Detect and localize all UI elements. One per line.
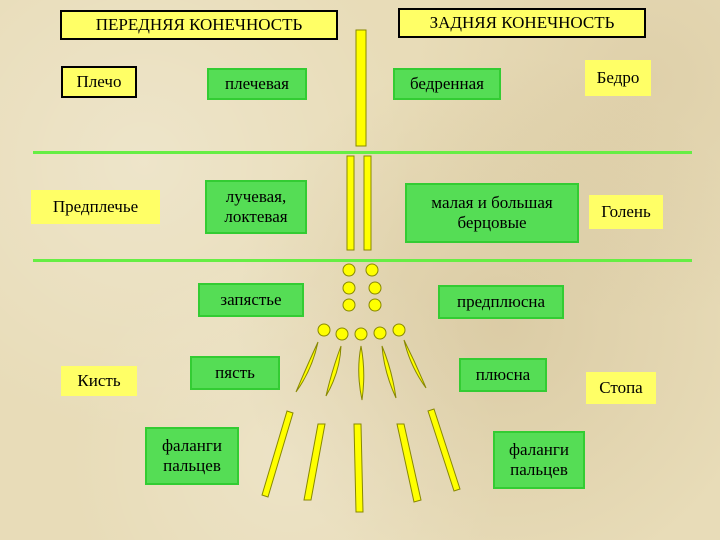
phalanx-bone-2 [303, 423, 326, 501]
front-phalanges-label: фаланги пальцев [145, 427, 239, 485]
small-bone-7 [317, 323, 331, 337]
shin-label: Голень [589, 195, 663, 229]
shoulder-label: Плечо [61, 66, 137, 98]
middle-bone-right [363, 155, 372, 251]
meta-bone-4 [381, 345, 397, 399]
small-bone-5 [342, 298, 356, 312]
small-bone-2 [365, 263, 379, 277]
hind-limb-header: ЗАДНЯЯ КОНЕЧНОСТЬ [398, 8, 646, 38]
phalanx-bone-3 [353, 423, 364, 513]
meta-bone-2 [325, 345, 342, 397]
divider-lower [33, 259, 692, 262]
small-bone-10 [373, 326, 387, 340]
upper-limb-bone [355, 29, 367, 147]
meta-bone-3 [358, 345, 365, 401]
phalanx-bone-5 [427, 408, 461, 492]
humerus-label: плечевая [207, 68, 307, 100]
hind-phalanges-label: фаланги пальцев [493, 431, 585, 489]
carpus-label: запястье [198, 283, 304, 317]
phalanx-bone-1 [261, 410, 294, 498]
foot-label: Стопа [586, 372, 656, 404]
metacarpus-label: пясть [190, 356, 280, 390]
small-bone-6 [368, 298, 382, 312]
small-bone-11 [392, 323, 406, 337]
meta-bone-5 [403, 339, 427, 389]
small-bone-3 [342, 281, 356, 295]
middle-bone-left [346, 155, 355, 251]
divider-upper [33, 151, 692, 154]
tarsus-label: предплюсна [438, 285, 564, 319]
radius-ulna-label: лучевая, локтевая [205, 180, 307, 234]
small-bone-9 [354, 327, 368, 341]
thigh-label: Бедро [585, 60, 651, 96]
meta-bone-1 [295, 341, 319, 393]
phalanx-bone-4 [396, 423, 422, 503]
fibula-tibia-label: малая и большая берцовые [405, 183, 579, 243]
forearm-label: Предплечье [31, 190, 160, 224]
femur-label: бедренная [393, 68, 501, 100]
small-bone-8 [335, 327, 349, 341]
small-bone-1 [342, 263, 356, 277]
hand-label: Кисть [61, 366, 137, 396]
metatarsus-label: плюсна [459, 358, 547, 392]
small-bone-4 [368, 281, 382, 295]
front-limb-header: ПЕРЕДНЯЯ КОНЕЧНОСТЬ [60, 10, 338, 40]
